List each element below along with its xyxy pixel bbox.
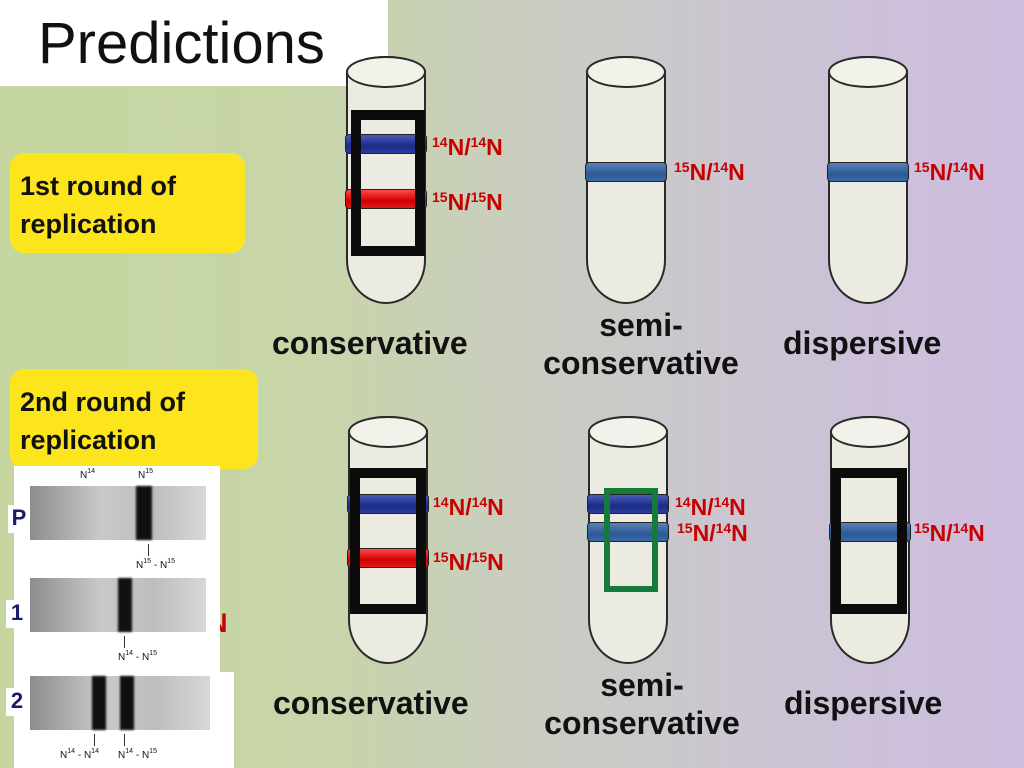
band-14-14 xyxy=(347,494,429,514)
slide-title: Predictions xyxy=(38,11,325,76)
callout-first-line2: replication xyxy=(20,209,157,239)
label-15-14-disp-r2: 15N/14N xyxy=(914,520,985,546)
band-15-14 xyxy=(829,522,911,542)
tube-dispersive-r1 xyxy=(827,56,909,304)
highlight-box-semiconservative-r2 xyxy=(604,488,658,592)
label-14-14-semi-r2: 14N/14N xyxy=(675,494,746,520)
gel-band-hybrid xyxy=(118,578,132,632)
gel-photo-panel-lower: N14 - N14 N14 - N15 xyxy=(14,672,234,768)
tube-semiconservative-r1 xyxy=(585,56,667,304)
category-semiconservative-r1: semi- conservative xyxy=(528,306,754,382)
category-semi-line2: conservative xyxy=(543,345,739,381)
label-15-15-r2: 15N/15N xyxy=(433,549,504,575)
tube-rim xyxy=(348,416,428,448)
gel-label-14-14: N14 - N14 xyxy=(60,748,99,761)
category-conservative-r2: conservative xyxy=(273,685,469,721)
tube-conservative-r2 xyxy=(347,416,429,664)
tube-rim xyxy=(586,56,666,88)
highlight-box-conservative-r1 xyxy=(351,110,425,256)
gel-tick xyxy=(94,734,95,746)
highlight-box-conservative-r2 xyxy=(350,468,426,614)
band-15-15 xyxy=(345,189,427,209)
label-14-14-r2: 14N/14N xyxy=(433,494,504,520)
category-semi-line2: conservative xyxy=(544,705,740,741)
tube-rim xyxy=(828,56,908,88)
callout-second-round: 2nd round of replication xyxy=(10,369,258,469)
band-15-15 xyxy=(347,548,429,568)
gel-tick xyxy=(124,636,125,648)
gel-label-14-15: N14 - N15 xyxy=(118,650,157,663)
category-conservative-r1: conservative xyxy=(272,325,468,361)
label-15-14-disp-r1: 15N/14N xyxy=(914,159,985,185)
label-15-14-semi-r1: 15N/14N xyxy=(674,159,745,185)
category-semiconservative-r2: semi- conservative xyxy=(529,666,755,742)
category-dispersive-r1: dispersive xyxy=(783,325,942,361)
gel-band-heavy xyxy=(136,486,152,540)
gel-label-15-15: N15 - N15 xyxy=(136,558,175,571)
tube-rim xyxy=(588,416,668,448)
tube-rim xyxy=(830,416,910,448)
gel-band-hybrid xyxy=(120,676,134,730)
category-semi-line1: semi- xyxy=(599,307,683,343)
gel-strip-gen1 xyxy=(30,578,206,632)
title-box: Predictions xyxy=(0,0,388,86)
label-15-14-semi-r2: 15N/14N xyxy=(677,520,748,546)
category-dispersive-r2: dispersive xyxy=(784,685,943,721)
callout-first-line1: 1st round of xyxy=(20,171,176,201)
band-15-14 xyxy=(585,162,667,182)
band-14-14 xyxy=(345,134,427,154)
gel-row-label-2: 2 xyxy=(6,688,28,716)
gel-strip-gen2 xyxy=(30,676,210,730)
callout-second-line1: 2nd round of xyxy=(20,387,185,417)
gel-row-label-1: 1 xyxy=(6,600,28,628)
band-15-14 xyxy=(827,162,909,182)
tube-semiconservative-r2 xyxy=(587,416,669,664)
label-15-15-r1: 15N/15N xyxy=(432,189,503,215)
gel-label-14-15-lower: N14 - N15 xyxy=(118,748,157,761)
gel-tick xyxy=(124,734,125,746)
tube-rim xyxy=(346,56,426,88)
callout-second-line2: replication xyxy=(20,425,157,455)
gel-label-n15-top: N15 xyxy=(138,468,154,481)
category-semi-line1: semi- xyxy=(600,667,684,703)
gel-band-light xyxy=(92,676,106,730)
highlight-box-dispersive-r2 xyxy=(831,468,907,614)
gel-tick xyxy=(148,544,149,556)
callout-first-round: 1st round of replication xyxy=(10,153,245,253)
gel-row-label-p: P xyxy=(8,505,30,533)
gel-strip-parent xyxy=(30,486,206,540)
tube-conservative-r1 xyxy=(345,56,427,304)
label-14-14-r1: 14N/14N xyxy=(432,134,503,160)
tube-dispersive-r2 xyxy=(829,416,911,664)
gel-label-n14-top: N14 xyxy=(80,468,96,481)
